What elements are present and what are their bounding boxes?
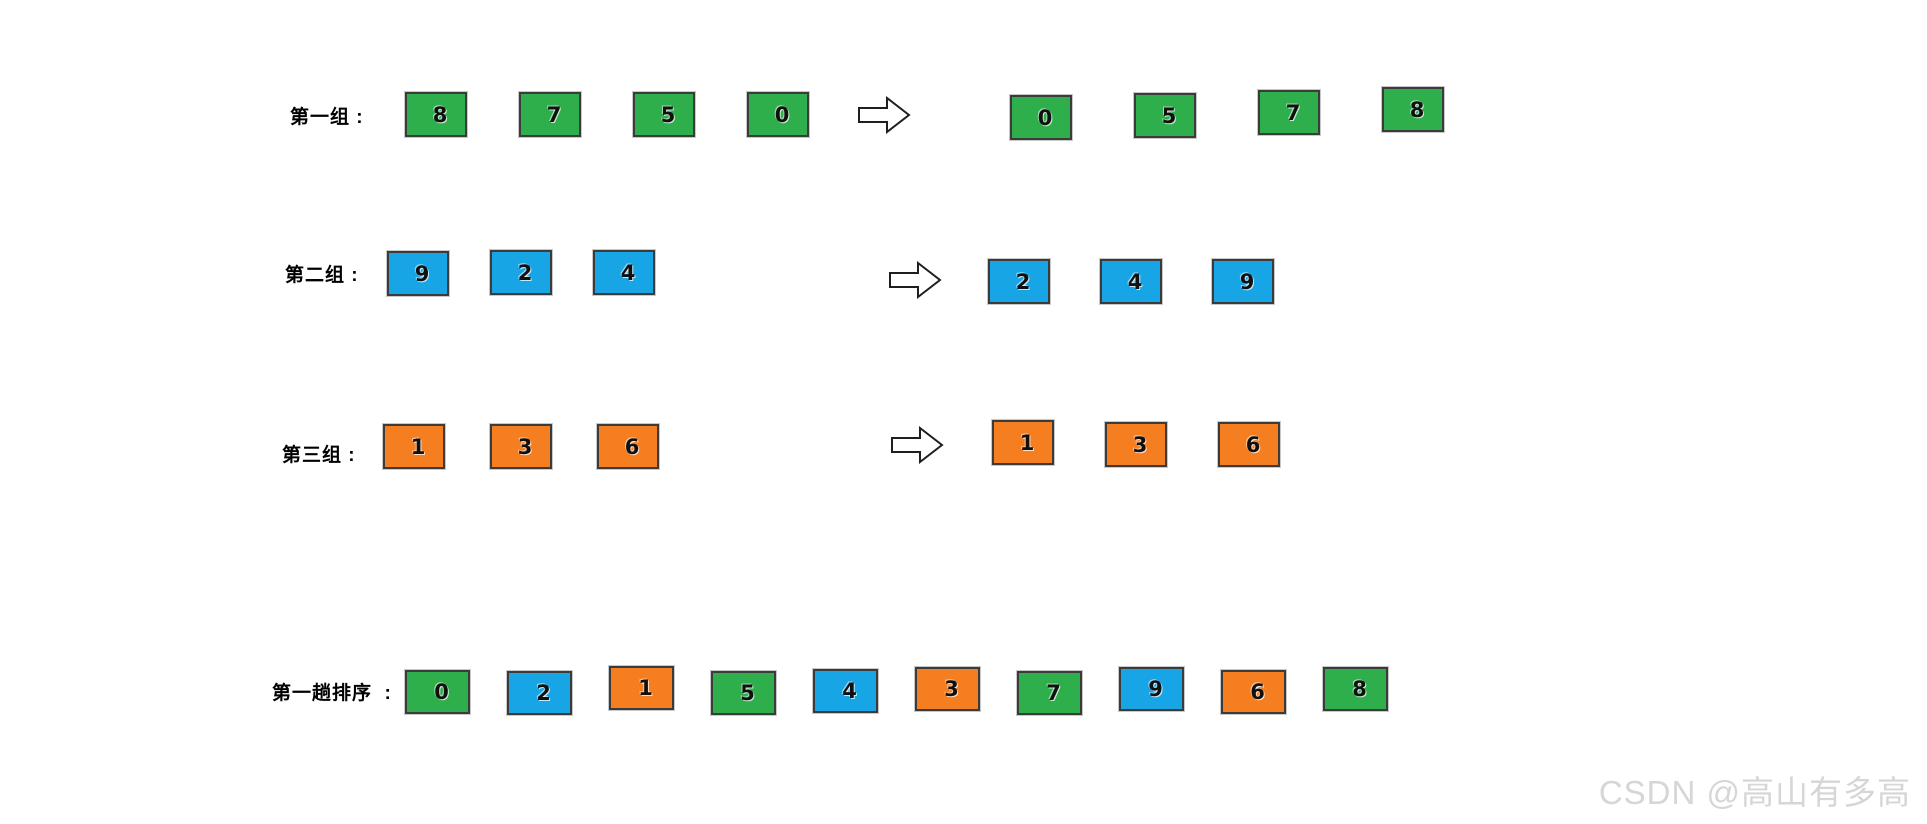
number-box-value: 2 [517, 260, 533, 285]
number-box-value: 8 [1352, 677, 1367, 701]
number-box: 3 [1105, 422, 1167, 467]
number-box-value: 9 [1239, 269, 1255, 294]
number-box: 5 [1134, 93, 1196, 138]
group1-before-boxes: 8 7 5 0 [405, 92, 809, 137]
number-box-value: 8 [1409, 97, 1425, 122]
number-box-value: 3 [517, 434, 533, 459]
number-box: 3 [490, 424, 552, 469]
number-box-value: 5 [740, 681, 755, 705]
number-box: 9 [1212, 259, 1274, 304]
number-box-value: 0 [1037, 105, 1053, 130]
number-box: 8 [1382, 87, 1444, 132]
number-box-value: 6 [1250, 680, 1265, 704]
number-box-value: 8 [432, 102, 448, 127]
number-box: 9 [1119, 667, 1184, 711]
first-pass-label: 第一趟排序 : [272, 683, 392, 704]
right-arrow-icon [891, 425, 944, 465]
number-box: 2 [507, 671, 572, 715]
number-box: 0 [747, 92, 809, 137]
number-box-value: 1 [1019, 430, 1035, 455]
number-box-value: 6 [1245, 432, 1261, 457]
number-box: 6 [597, 424, 659, 469]
right-arrow-icon [858, 95, 911, 135]
number-box: 8 [1323, 667, 1388, 711]
number-box-value: 2 [1015, 269, 1031, 294]
number-box: 7 [1258, 90, 1320, 135]
group3-label: 第三组 : [282, 445, 356, 466]
number-box: 1 [383, 424, 445, 469]
group3-before-boxes: 1 3 6 [383, 424, 659, 469]
number-box-value: 2 [536, 681, 551, 705]
csdn-watermark: CSDN @高山有多高 [1598, 774, 1911, 811]
number-box: 7 [1017, 671, 1082, 715]
number-box-value: 5 [1161, 103, 1177, 128]
number-box-value: 0 [434, 680, 449, 704]
group2-after-boxes: 2 4 9 [988, 259, 1274, 304]
first-pass-boxes: 0 2 1 5 4 3 7 9 6 8 [405, 666, 1388, 715]
number-box-value: 0 [774, 102, 790, 127]
group1-label: 第一组 : [290, 107, 364, 128]
number-box-value: 9 [1148, 677, 1163, 701]
number-box-value: 7 [1285, 100, 1301, 125]
number-box: 2 [988, 259, 1050, 304]
number-box: 1 [609, 666, 674, 710]
number-box: 9 [387, 251, 449, 296]
number-box-value: 6 [624, 434, 640, 459]
group1-after-boxes: 0 5 7 8 [1010, 87, 1444, 140]
number-box: 6 [1218, 422, 1280, 467]
number-box-value: 7 [546, 102, 562, 127]
number-box-value: 4 [1127, 269, 1143, 294]
number-box-value: 9 [414, 261, 430, 286]
number-box: 8 [405, 92, 467, 137]
number-box-value: 7 [1046, 681, 1061, 705]
number-box: 6 [1221, 670, 1286, 714]
number-box-value: 3 [944, 677, 959, 701]
number-box: 2 [490, 250, 552, 295]
number-box-value: 1 [638, 676, 653, 700]
number-box: 4 [1100, 259, 1162, 304]
number-box: 0 [1010, 95, 1072, 140]
number-box: 1 [992, 420, 1054, 465]
number-box: 5 [633, 92, 695, 137]
number-box: 4 [593, 250, 655, 295]
number-box: 0 [405, 670, 470, 714]
number-box: 7 [519, 92, 581, 137]
group2-label: 第二组 : [285, 265, 359, 286]
number-box-value: 1 [410, 434, 426, 459]
right-arrow-icon [889, 260, 942, 300]
number-box: 4 [813, 669, 878, 713]
group2-before-boxes: 9 2 4 [387, 250, 655, 296]
number-box: 3 [915, 667, 980, 711]
number-box-value: 5 [660, 102, 676, 127]
number-box-value: 4 [842, 679, 857, 703]
group3-after-boxes: 1 3 6 [992, 420, 1280, 467]
number-box: 5 [711, 671, 776, 715]
number-box-value: 3 [1132, 432, 1148, 457]
number-box-value: 4 [620, 260, 636, 285]
